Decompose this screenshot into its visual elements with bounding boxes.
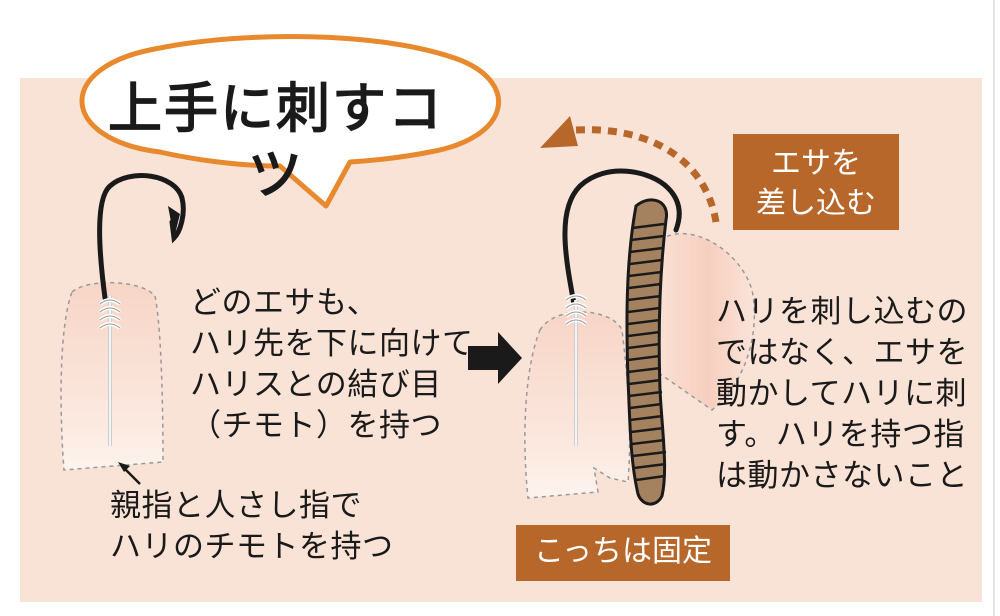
instruction-text: どのエサも、 ハリ先を下に向けて ハリスとの結び目 （チモト）を持つ xyxy=(190,283,474,447)
worm-segments xyxy=(627,222,667,482)
right-hook xyxy=(562,168,682,307)
thumb-note-line: 親指と人さし指で xyxy=(110,488,362,524)
tip-line: ハリを刺し込むの xyxy=(716,294,968,330)
instruction-line: ハリ先を下に向けて xyxy=(190,326,474,362)
insert-direction-arrow xyxy=(575,126,720,223)
speech-bubble xyxy=(79,34,501,209)
tip-line: 動かしてハリに刺 xyxy=(716,376,968,412)
right-back-finger xyxy=(639,233,756,411)
left-finger-shape xyxy=(60,282,164,471)
page-title: 上手に刺すコツ xyxy=(108,77,444,206)
instruction-line: （チモト）を持つ xyxy=(190,408,442,444)
insert-tag-line: 差し込む xyxy=(756,186,876,221)
thumb-note-line: ハリのチモトを持つ xyxy=(110,529,394,565)
page-edge-line xyxy=(993,0,995,616)
next-step-arrow xyxy=(468,332,522,384)
left-hook xyxy=(97,173,186,301)
thumb-note: 親指と人さし指で ハリのチモトを持つ xyxy=(110,486,394,568)
insert-bait-tag: エサを 差し込む xyxy=(733,134,899,230)
tip-text: ハリを刺し込むの ではなく、エサを 動かしてハリに刺 す。ハリを持つ指 は動かさ… xyxy=(716,292,968,497)
worm-bait xyxy=(625,198,668,506)
insert-tag-line: エサを xyxy=(771,146,861,181)
tip-line: は動かさないこと xyxy=(716,458,968,494)
instruction-line: ハリスとの結び目 xyxy=(190,367,442,403)
instruction-line: どのエサも、 xyxy=(190,285,379,321)
tip-line: す。ハリを持つ指 xyxy=(716,417,965,453)
fixed-tag: こっちは固定 xyxy=(516,525,730,581)
tip-line: ではなく、エサを xyxy=(716,335,968,371)
